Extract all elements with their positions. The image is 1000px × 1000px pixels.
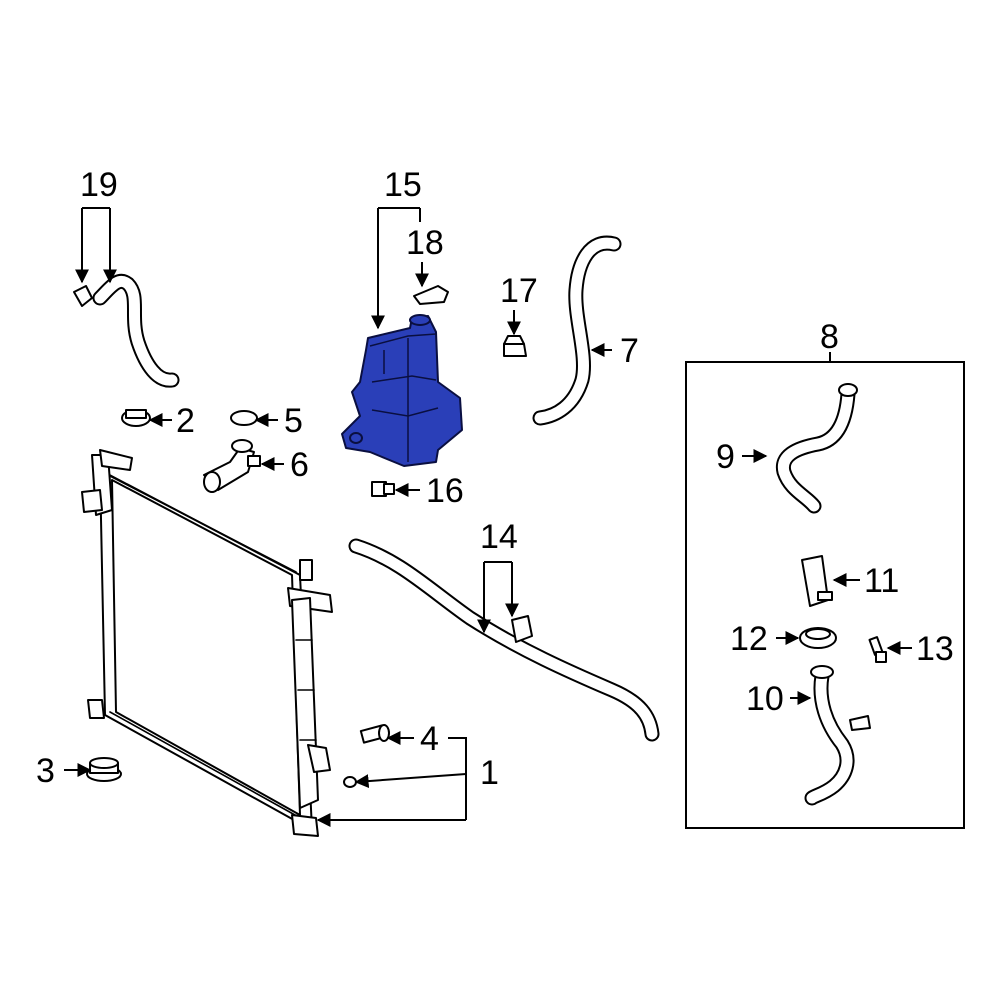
part-7-hose[interactable] <box>532 235 622 426</box>
callout-12: 12 <box>730 620 768 658</box>
callout-8: 8 <box>820 318 839 356</box>
callout-18: 18 <box>406 224 444 262</box>
callout-3: 3 <box>36 752 55 790</box>
leader-lines <box>64 207 912 827</box>
part-11-fitting[interactable] <box>801 555 833 607</box>
callout-9: 9 <box>716 438 735 476</box>
part-2-cap[interactable] <box>121 409 151 427</box>
part-18-clip[interactable] <box>413 285 449 305</box>
part-19-hose[interactable] <box>73 273 180 388</box>
callout-1: 1 <box>480 754 499 792</box>
callout-19: 19 <box>80 166 118 204</box>
part-9-hose[interactable] <box>775 383 858 514</box>
part-5-cap[interactable] <box>230 410 258 426</box>
part-13-sensor[interactable] <box>868 636 887 663</box>
part-16-bolt[interactable] <box>371 481 395 497</box>
part-10-hose[interactable] <box>804 665 871 806</box>
callout-10: 10 <box>746 680 784 718</box>
callout-2: 2 <box>176 402 195 440</box>
callout-labels: 19 15 18 17 7 8 2 5 6 9 16 14 11 12 13 1… <box>36 166 954 792</box>
part-3-bushing[interactable] <box>86 757 122 782</box>
part-8-kit-box <box>685 361 965 829</box>
reservoir-tank[interactable] <box>341 314 463 467</box>
part-1-seal[interactable] <box>343 776 357 788</box>
part-4-drain-plug[interactable] <box>359 724 390 744</box>
radiator[interactable] <box>81 449 333 837</box>
callout-15: 15 <box>384 166 422 204</box>
part-14-hose[interactable] <box>348 538 660 742</box>
callout-5: 5 <box>284 402 303 440</box>
part-17-clip[interactable] <box>503 335 527 357</box>
callout-6: 6 <box>290 446 309 484</box>
callout-17: 17 <box>500 272 538 310</box>
callout-11: 11 <box>864 562 899 600</box>
callout-4: 4 <box>420 720 439 758</box>
part-12-clamp[interactable] <box>799 627 837 649</box>
callout-7: 7 <box>620 332 639 370</box>
callout-13: 13 <box>916 630 954 668</box>
callout-14: 14 <box>480 518 518 556</box>
callout-16: 16 <box>426 472 464 510</box>
part-6-elbow[interactable] <box>203 439 261 493</box>
